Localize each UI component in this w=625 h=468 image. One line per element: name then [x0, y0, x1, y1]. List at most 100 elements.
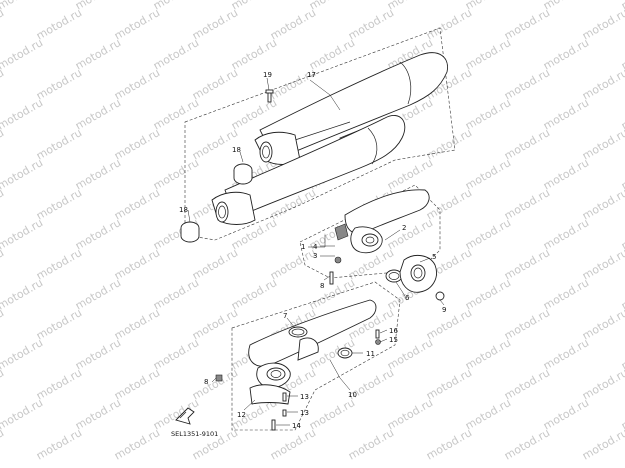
watermark-text: motod.ru: [424, 126, 474, 162]
heat-shield: [249, 384, 291, 405]
callout-labels: 19 17 18 18 1 4 3 2 5 6 9 8 7 8 10 11 12…: [179, 71, 446, 430]
callout-8-upper: 8: [320, 282, 324, 290]
bracket-bolt: [375, 329, 380, 339]
callout-18-lower: 18: [179, 206, 188, 214]
watermark-text: motod.ru: [424, 306, 474, 342]
watermark-text: motod.ru: [73, 0, 123, 13]
shield-screw-a: [282, 392, 287, 402]
flange-nut: [435, 291, 445, 301]
clamp-nut: [215, 374, 223, 382]
watermark-text: motod.ru: [190, 66, 240, 102]
watermark-text: motod.ru: [541, 0, 591, 13]
watermark-text: motod.ru: [424, 426, 474, 462]
callout-1: 1: [301, 243, 305, 251]
watermark-text: motod.ru: [0, 396, 45, 432]
muffler-assembly-group: [180, 27, 456, 243]
watermark-text: motod.ru: [0, 96, 45, 132]
watermark-text: motod.ru: [541, 276, 591, 312]
watermark-text: motod.ru: [463, 216, 513, 252]
watermark-text: motod.ru: [424, 186, 474, 222]
watermark-text: motod.ru: [424, 366, 474, 402]
watermark-text: motod.ru: [112, 366, 162, 402]
callout-5: 5: [432, 253, 436, 261]
watermark-text: motod.ru: [463, 96, 513, 132]
watermark-text: motod.ru: [112, 186, 162, 222]
watermark-text: motod.ru: [541, 36, 591, 72]
rear-pipe-boundary: [231, 281, 401, 431]
watermark-text: motod.ru: [307, 0, 357, 13]
watermark-text: motod.ru: [463, 396, 513, 432]
watermark-text: motod.ru: [385, 0, 435, 13]
watermark-text: motod.ru: [73, 336, 123, 372]
watermark-text: motod.ru: [73, 96, 123, 132]
watermark-text: motod.ru: [346, 426, 396, 462]
callout-14: 14: [292, 422, 301, 430]
watermark-text: motod.ru: [190, 246, 240, 282]
watermark-text: motod.ru: [151, 96, 201, 132]
front-pipe-washer: [334, 256, 342, 264]
callout-10: 10: [348, 391, 357, 399]
watermark-text: motod.ru: [463, 0, 513, 13]
watermark-text: motod.ru: [112, 306, 162, 342]
watermark-text: motod.ru: [190, 306, 240, 342]
exhaust-pipe-front-group: [299, 184, 441, 279]
watermark-text: motod.ru: [0, 276, 45, 312]
watermark-text: motod.ru: [502, 246, 552, 282]
watermark-text: motod.ru: [34, 66, 84, 102]
watermark-text: motod.ru: [229, 276, 279, 312]
bracket-washer: [375, 339, 381, 345]
watermark-text: motod.ru: [151, 156, 201, 192]
callout-11: 11: [366, 350, 375, 358]
watermark-text: motod.ru: [541, 336, 591, 372]
watermark-text: motod.ru: [346, 6, 396, 42]
callout-4: 4: [313, 243, 318, 251]
callout-3: 3: [313, 252, 317, 260]
watermark-text: motod.ru: [580, 366, 625, 402]
front-arrow-icon: [175, 407, 195, 425]
watermark-text: motod.ru: [502, 366, 552, 402]
watermark-text: motod.ru: [463, 156, 513, 192]
callout-7: 7: [283, 312, 287, 320]
watermark-text: motod.ru: [268, 426, 318, 462]
watermark-text: motod.ru: [112, 246, 162, 282]
watermark-text: motod.ru: [190, 6, 240, 42]
callout-16: 16: [389, 327, 398, 335]
watermark-text: motod.ru: [580, 186, 625, 222]
watermark-text: motod.ru: [502, 186, 552, 222]
callout-2: 2: [402, 224, 406, 232]
watermark-text: motod.ru: [580, 66, 625, 102]
watermark-text: motod.ru: [541, 396, 591, 432]
watermark-text: motod.ru: [580, 246, 625, 282]
watermark-text: motod.ru: [73, 156, 123, 192]
watermark-text: motod.ru: [463, 276, 513, 312]
watermark-text: motod.ru: [385, 156, 435, 192]
watermark-text: motod.ru: [151, 36, 201, 72]
watermark-text: motod.ru: [73, 36, 123, 72]
exhaust-pipe-rear-group: [231, 281, 401, 431]
rear-pipe-gasket: [288, 326, 308, 338]
callout-17: 17: [307, 71, 316, 79]
callout-6: 6: [405, 294, 410, 302]
callout-15: 15: [389, 336, 398, 344]
watermark-text: motod.ru: [112, 126, 162, 162]
watermark-text: motod.ru: [502, 6, 552, 42]
watermark-text: motod.ru: [580, 426, 625, 462]
watermark-text: motod.ru: [112, 6, 162, 42]
watermark-text: motod.ru: [268, 246, 318, 282]
front-pipe-bolt: [329, 271, 334, 285]
watermark-text: motod.ru: [190, 366, 240, 402]
watermark-text: motod.ru: [307, 396, 357, 432]
watermark-text: motod.ru: [73, 216, 123, 252]
watermark-text: motod.ru: [190, 126, 240, 162]
watermark-text: motod.ru: [34, 366, 84, 402]
watermark-text: motod.ru: [580, 126, 625, 162]
callout-13-a: 13: [300, 393, 309, 401]
watermark-text: motod.ru: [541, 216, 591, 252]
watermark-text: motod.ru: [0, 0, 45, 13]
watermark-text: motod.ru: [268, 6, 318, 42]
watermark-text: motod.ru: [0, 36, 45, 72]
watermark-text: motod.ru: [34, 6, 84, 42]
watermark-text: motod.ru: [424, 6, 474, 42]
watermark-text: motod.ru: [0, 156, 45, 192]
